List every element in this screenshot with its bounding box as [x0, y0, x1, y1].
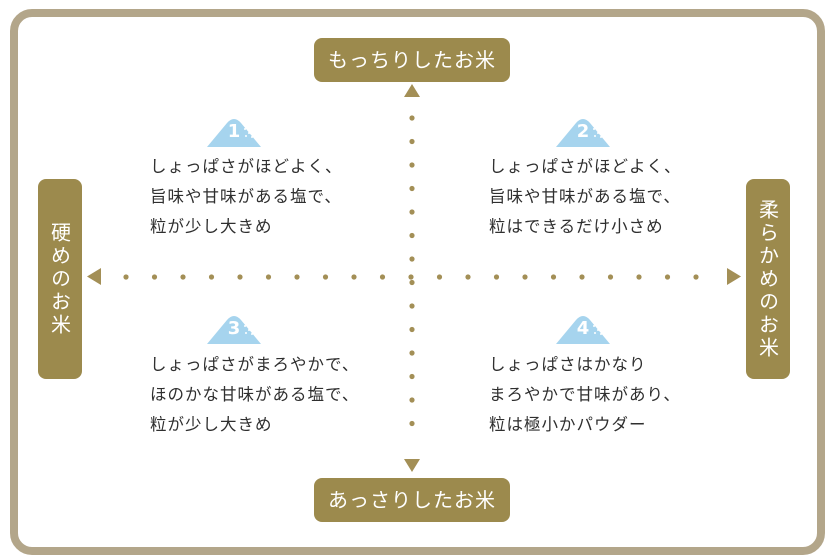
axis-dot	[208, 274, 215, 280]
axis-dot	[693, 274, 699, 280]
salt-pile-icon	[207, 316, 261, 344]
quadrant-4-number: 4	[576, 318, 590, 339]
axis-dot	[409, 256, 415, 262]
axis-dot	[351, 274, 357, 280]
arrow-up-icon	[404, 84, 420, 97]
diagram-frame	[10, 9, 825, 555]
salt-pile-icon	[556, 316, 610, 344]
horizontal-axis-dots	[123, 274, 699, 280]
salt-pile-icon	[556, 119, 610, 147]
axis-dot	[180, 274, 186, 280]
axis-dot	[436, 274, 443, 280]
quadrant-2-line: 粒はできるだけ小さめ	[489, 217, 664, 236]
quadrant-2-line: 旨味や甘味がある塩で、	[489, 187, 681, 206]
quadrant-3-number: 3	[227, 318, 241, 339]
axis-label-right-text: 柔らかめのお米	[755, 198, 780, 360]
quadrant-3-line: ほのかな甘味がある塩で、	[150, 385, 360, 404]
axis-label-bottom: あっさりしたお米	[314, 478, 510, 522]
axis-dot	[493, 274, 500, 280]
axis-dot	[409, 279, 415, 286]
axis-dot	[408, 274, 414, 280]
axis-dot	[409, 185, 415, 192]
quadrant-2-description: しょっぱさがほどよく、 旨味や甘味がある塩で、 粒はできるだけ小さめ	[489, 152, 682, 242]
quadrant-4-badge: 4	[548, 312, 618, 344]
axis-dot	[409, 209, 415, 215]
axis-label-right: 柔らかめのお米	[746, 179, 790, 379]
quadrant-2-badge: 2	[548, 115, 618, 147]
quadrant-4-line: しょっぱさはかなり	[489, 355, 647, 374]
axis-dot	[579, 274, 585, 280]
quadrant-1-line: 粒が少し大きめ	[150, 217, 273, 236]
axis-dot	[409, 397, 415, 403]
axis-dot	[550, 274, 557, 280]
axis-dot	[607, 274, 614, 280]
axis-dot	[409, 115, 415, 121]
axis-dot	[409, 303, 415, 309]
quadrant-4-line: 粒は極小かパウダー	[489, 415, 647, 434]
axis-dot	[664, 274, 671, 280]
axis-dot	[636, 274, 642, 280]
quadrant-1-line: しょっぱさがほどよく、	[150, 157, 343, 176]
axis-label-left: 硬めのお米	[38, 179, 82, 379]
axis-label-top: もっちりしたお米	[314, 38, 510, 82]
quadrant-3-badge: 3	[199, 312, 269, 344]
quadrant-1-number: 1	[227, 121, 241, 142]
quadrant-2-line: しょっぱさがほどよく、	[489, 157, 682, 176]
axis-dot	[465, 274, 471, 280]
quadrant-3-line: 粒が少し大きめ	[150, 415, 273, 434]
arrow-right-icon	[727, 268, 741, 285]
arrow-down-icon	[404, 459, 420, 472]
axis-dot	[265, 274, 272, 280]
quadrant-3-line: しょっぱさがまろやかで、	[150, 355, 360, 374]
axis-dot	[379, 274, 386, 280]
axis-dot	[151, 274, 158, 280]
quadrant-4-description: しょっぱさはかなり まろやかで甘味があり、 粒は極小かパウダー	[489, 350, 681, 440]
axis-dot	[237, 274, 243, 280]
salt-pile-icon	[207, 119, 261, 147]
axis-dot	[522, 274, 528, 280]
axis-dot	[409, 138, 415, 145]
axis-dot	[409, 420, 415, 427]
axis-dot	[322, 274, 329, 280]
quadrant-1-badge: 1	[199, 115, 269, 147]
arrow-left-icon	[87, 268, 101, 285]
axis-dot	[409, 350, 415, 356]
axis-dot	[409, 373, 415, 380]
quadrant-1-description: しょっぱさがほどよく、 旨味や甘味がある塩で、 粒が少し大きめ	[150, 152, 343, 242]
vertical-axis-dots	[409, 115, 415, 427]
axis-dot	[409, 162, 415, 168]
axis-label-left-text: 硬めのお米	[47, 221, 72, 337]
quadrant-1-line: 旨味や甘味がある塩で、	[150, 187, 342, 206]
quadrant-2-number: 2	[576, 121, 590, 142]
quadrant-3-description: しょっぱさがまろやかで、 ほのかな甘味がある塩で、 粒が少し大きめ	[150, 350, 359, 440]
axis-dot	[409, 326, 415, 333]
axis-dot	[409, 232, 415, 239]
axis-dot	[123, 274, 129, 280]
axis-dot	[294, 274, 300, 280]
quadrant-4-line: まろやかで甘味があり、	[489, 385, 681, 404]
